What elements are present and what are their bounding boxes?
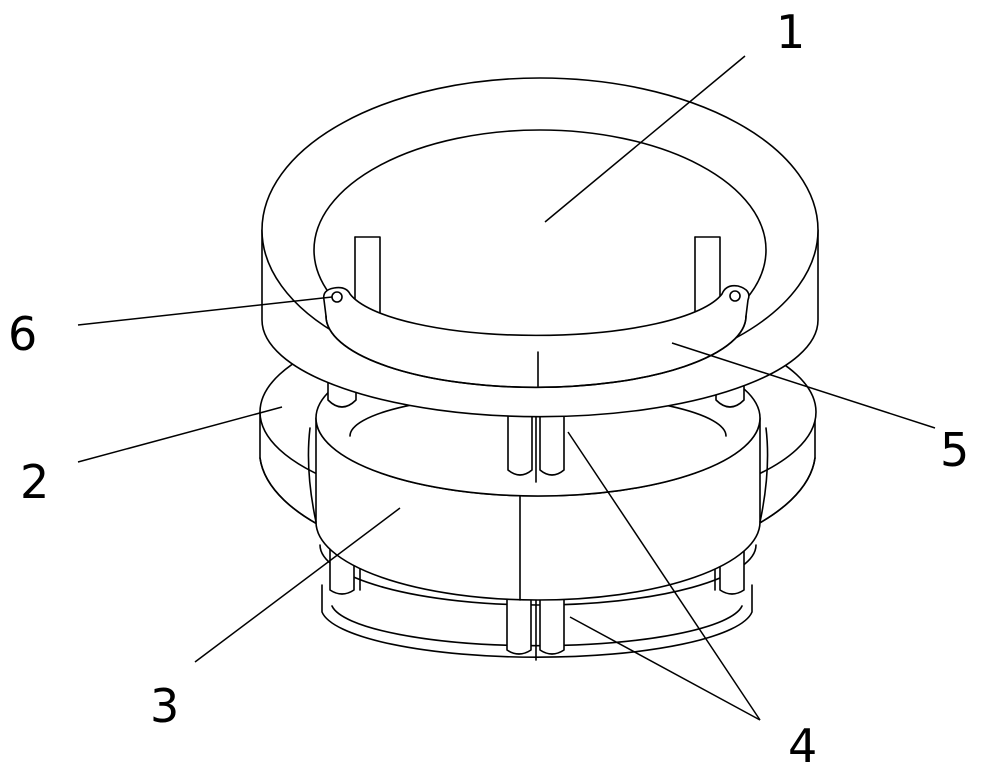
label-part-5: 5 (940, 423, 969, 477)
label-part-3: 3 (150, 679, 179, 733)
hinge-strip (322, 284, 750, 389)
leader-lines (77, 55, 936, 721)
label-part-4: 4 (788, 719, 817, 773)
label-part-6: 6 (8, 307, 37, 361)
label-part-1: 1 (776, 5, 805, 59)
pin-hole-right (729, 290, 741, 302)
base-lip (321, 584, 753, 658)
label-part-2: 2 (20, 455, 49, 509)
